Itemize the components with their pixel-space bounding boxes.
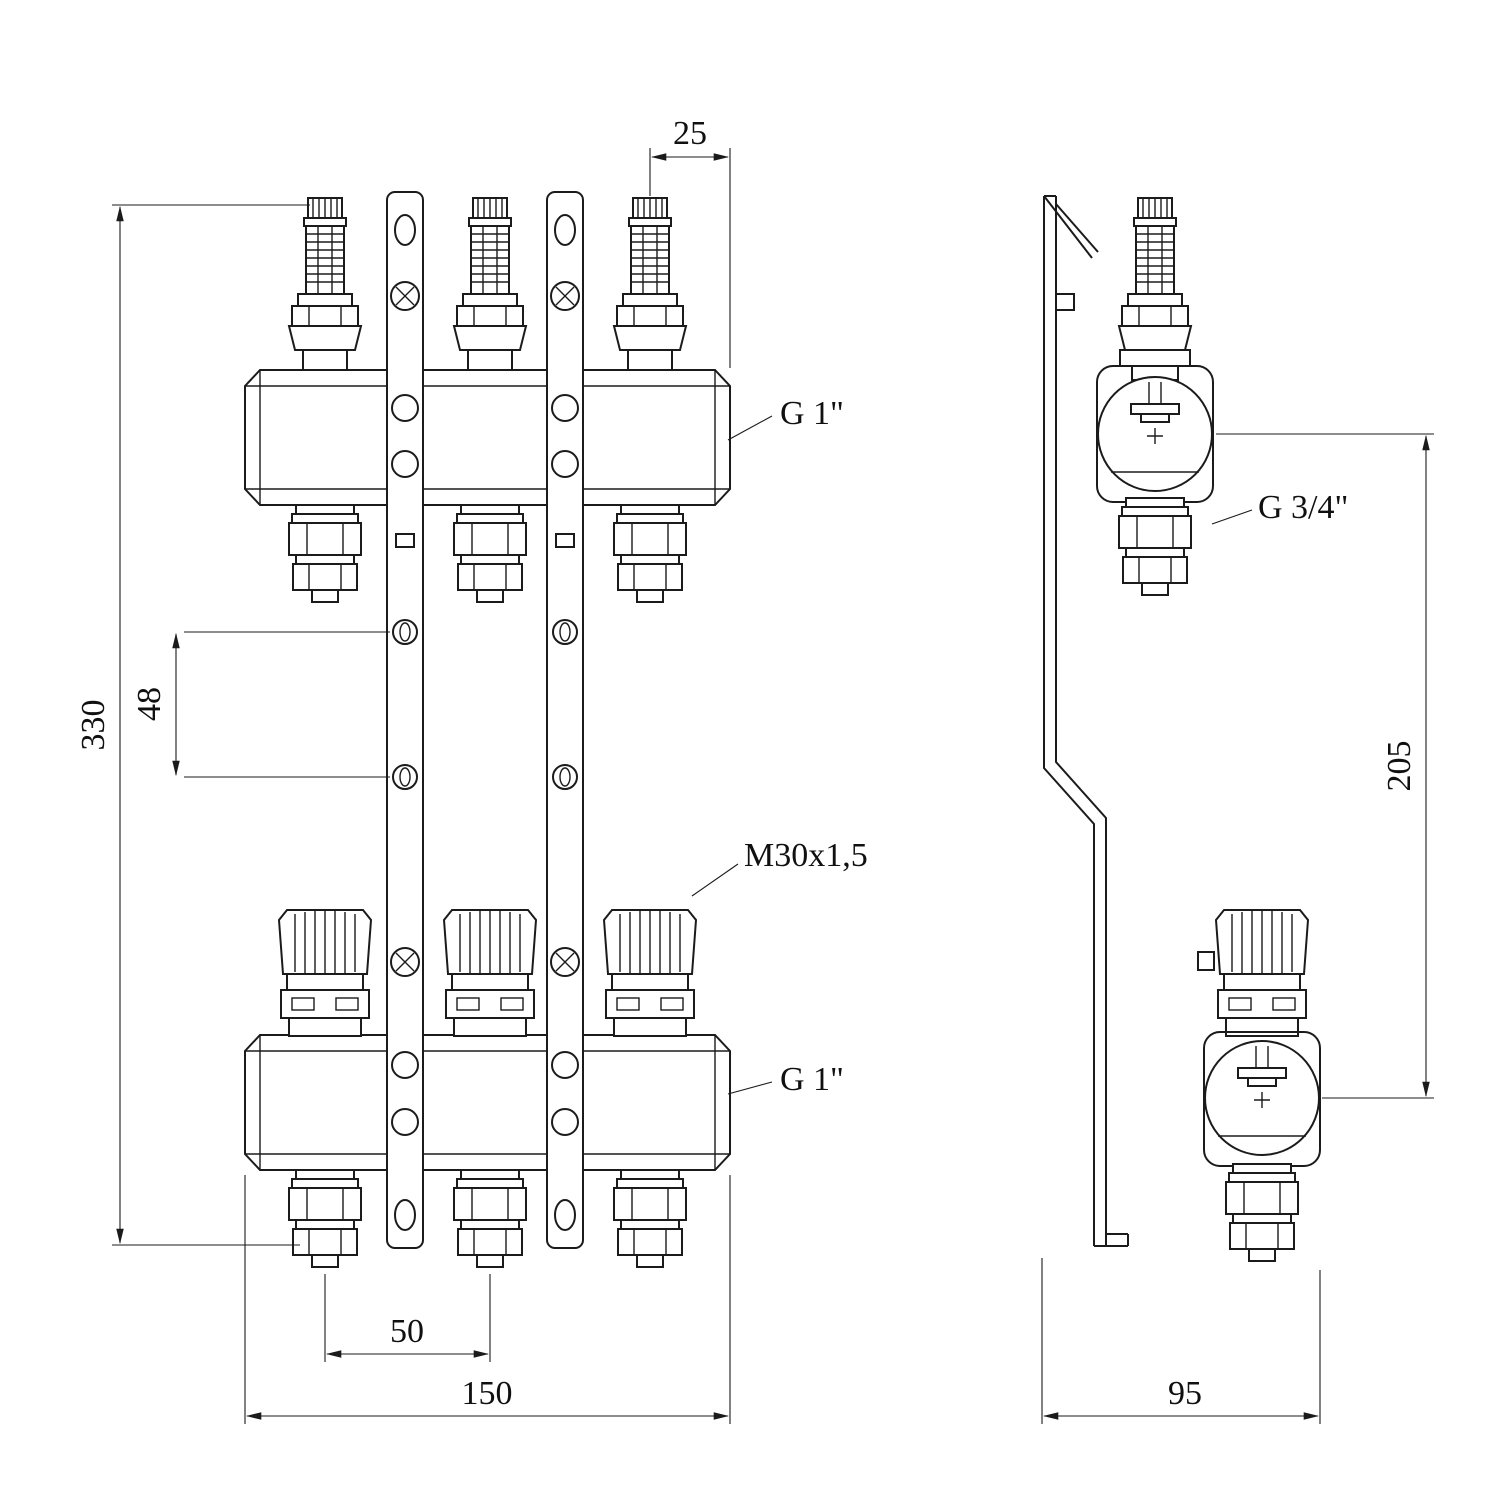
valve-cap-side (1215, 909, 1309, 1037)
valve-cap-3 (603, 909, 697, 1037)
dimension-overall-height: 330 (75, 204, 310, 1246)
thread-bottom-text: G 1" (780, 1061, 844, 1098)
union-nut-side-bottom (1225, 1163, 1299, 1262)
side-top-assembly (1096, 197, 1214, 596)
dim-text-330: 330 (75, 700, 112, 751)
side-view (1043, 195, 1321, 1262)
union-nut-bottom-1 (288, 1169, 362, 1268)
union-nut-bottom-2 (453, 1169, 527, 1268)
thread-top-text: G 1" (780, 395, 844, 432)
dimension-bracket-hole-spacing: 48 (131, 631, 390, 778)
label-thread-bottom: G 1" (727, 1061, 844, 1098)
union-nut-bottom-3 (613, 1169, 687, 1268)
dimension-side-port-spacing: 205 (1216, 433, 1434, 1099)
top-manifold-bar (244, 369, 731, 506)
dimension-side-depth: 95 (1041, 1258, 1321, 1424)
label-thread-side: G 3/4" (1211, 489, 1348, 526)
dim-text-25: 25 (673, 115, 707, 152)
valve-cap-1 (278, 909, 372, 1037)
dimension-overall-width: 150 (244, 1175, 731, 1424)
union-nut-top-3 (613, 504, 687, 603)
dim-text-150: 150 (462, 1375, 513, 1412)
mounting-strap-right (546, 191, 584, 1249)
label-valve-thread: M30x1,5 (691, 837, 868, 897)
dimension-flowmeter-offset: 25 (649, 115, 731, 368)
dim-text-205: 205 (1381, 741, 1418, 792)
label-thread-top: G 1" (727, 395, 844, 441)
dim-text-95: 95 (1168, 1375, 1202, 1412)
mounting-strap-left (386, 191, 424, 1249)
union-nut-top-2 (453, 504, 527, 603)
union-nut-top-1 (288, 504, 362, 603)
dim-text-48: 48 (131, 687, 168, 721)
wall-bracket (1043, 195, 1215, 1247)
valve-cap-2 (443, 909, 537, 1037)
side-bottom-assembly (1203, 909, 1321, 1262)
thread-side-text: G 3/4" (1258, 489, 1348, 526)
front-view (244, 191, 731, 1268)
valve-thread-text: M30x1,5 (744, 837, 868, 874)
dim-text-50: 50 (390, 1313, 424, 1350)
dimension-outlet-spacing: 50 (324, 1274, 491, 1362)
union-nut-side-top (1118, 497, 1192, 596)
bottom-manifold-bar (244, 1034, 731, 1171)
